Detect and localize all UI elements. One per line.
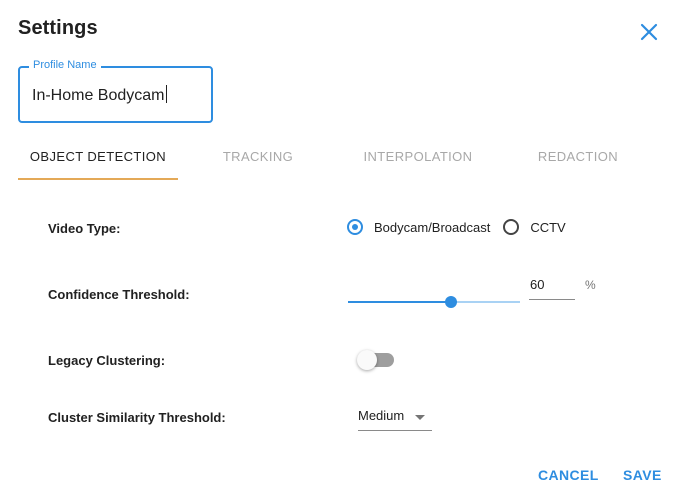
slider-thumb[interactable] <box>445 296 457 308</box>
settings-tabs: OBJECT DETECTION TRACKING INTERPOLATION … <box>18 140 658 182</box>
dropdown-arrow-icon <box>415 415 425 420</box>
confidence-threshold-input[interactable]: 60 <box>529 276 575 300</box>
slider-track-filled <box>348 301 451 303</box>
save-button[interactable]: SAVE <box>623 467 662 483</box>
profile-name-field[interactable]: Profile Name In-Home Bodycam <box>18 59 213 123</box>
confidence-threshold-slider[interactable] <box>348 294 520 310</box>
cancel-button[interactable]: CANCEL <box>538 467 599 483</box>
cluster-similarity-value: Medium <box>358 408 405 423</box>
profile-name-value: In-Home Bodycam <box>32 87 165 104</box>
radio-cctv-label[interactable]: CCTV <box>530 219 566 235</box>
close-button[interactable] <box>638 21 660 43</box>
percent-unit: % <box>585 278 596 292</box>
radio-bodycam-broadcast-label[interactable]: Bodycam/Broadcast <box>374 219 491 235</box>
radio-cctv[interactable] <box>503 219 520 235</box>
toggle-thumb[interactable] <box>357 350 377 370</box>
dialog-title: Settings <box>18 17 98 39</box>
video-type-radio-group: Bodycam/Broadcast CCTV <box>347 219 579 235</box>
tab-tracking[interactable]: TRACKING <box>222 149 294 164</box>
close-icon <box>640 23 658 41</box>
legacy-clustering-label: Legacy Clustering: <box>48 353 166 368</box>
tab-interpolation[interactable]: INTERPOLATION <box>363 149 473 164</box>
text-caret <box>165 85 167 103</box>
radio-bodycam-broadcast[interactable] <box>347 219 363 235</box>
legacy-clustering-toggle[interactable] <box>357 350 395 370</box>
cluster-similarity-select[interactable]: Medium <box>358 406 432 431</box>
profile-name-label: Profile Name <box>29 59 101 71</box>
video-type-label: Video Type: <box>48 221 121 236</box>
tab-redaction[interactable]: REDACTION <box>537 149 619 164</box>
confidence-threshold-label: Confidence Threshold: <box>48 287 190 302</box>
cluster-similarity-label: Cluster Similarity Threshold: <box>48 410 226 425</box>
tab-object-detection[interactable]: OBJECT DETECTION <box>29 149 167 164</box>
profile-name-input[interactable]: In-Home Bodycam <box>32 85 207 105</box>
active-tab-indicator <box>18 178 178 180</box>
slider-track-empty <box>451 301 520 303</box>
